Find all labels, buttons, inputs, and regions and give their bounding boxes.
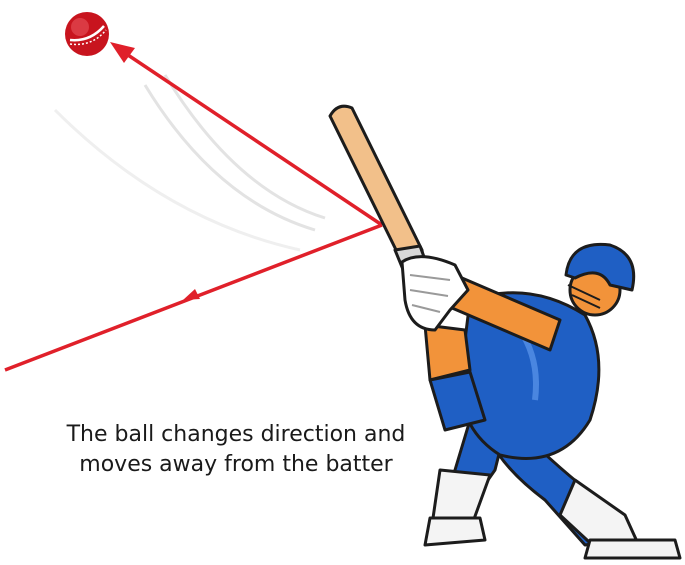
diagram-caption: The ball changes direction and moves awa… <box>6 420 466 480</box>
caption-line-1: The ball changes direction and <box>6 420 466 450</box>
back-shoe <box>585 540 680 558</box>
incoming-arrowhead <box>183 289 200 300</box>
cricket-ball-icon <box>65 12 109 56</box>
motion-trails <box>55 75 325 250</box>
caption-line-2: moves away from the batter <box>6 450 466 480</box>
batter-illustration <box>330 106 680 558</box>
front-arm <box>425 325 470 380</box>
front-shoe <box>425 518 485 545</box>
deflected-arrowhead <box>110 42 135 63</box>
